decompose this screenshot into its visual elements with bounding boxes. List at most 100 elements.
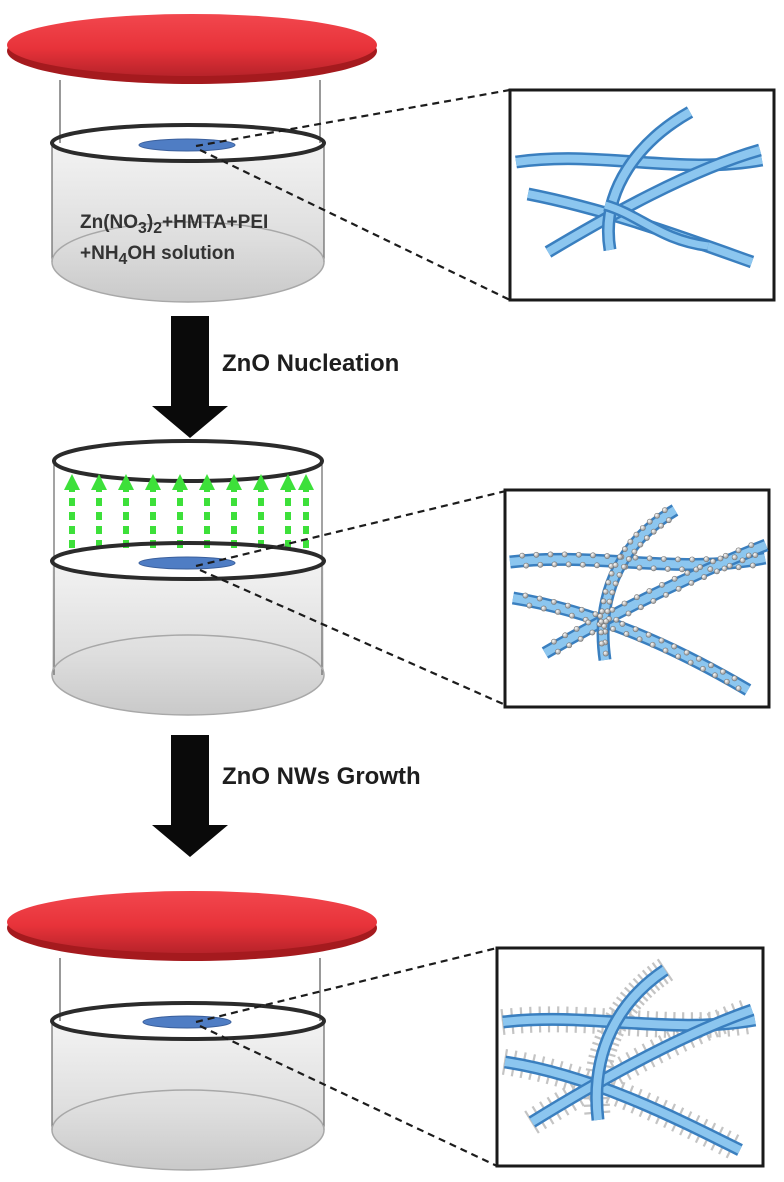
step-nucleation-label: ZnO Nucleation [222,350,400,377]
zno-nucleus-dot [752,552,759,558]
zno-nucleus-dot [612,580,619,587]
zno-nucleus-dot [712,672,718,679]
zno-nucleus-dot [599,608,605,615]
zno-nucleus-dot [625,610,632,617]
zno-nucleus-dot [622,546,628,552]
zno-nucleus-dot [650,565,657,572]
zno-nucleus-dot [650,528,657,535]
zno-nucleus-dot [621,563,627,570]
solution-subscript: 2 [153,219,162,237]
zno-nucleus-dot [645,631,652,638]
down-arrow-icon [152,735,228,857]
solution-formula-part: Zn(NO [80,212,139,233]
zno-nucleus-dot [714,568,720,575]
solution-formula-part: +NH [80,242,119,264]
zno-nucleus-dot [590,552,596,559]
zno-nucleus-dot [675,653,682,660]
zno-nucleus-dot [573,625,580,632]
beaker-2-liquid [52,561,324,715]
zno-nucleus-dot [632,626,639,633]
zno-nucleus-dot [633,531,640,538]
zno-nucleus-dot [735,547,742,554]
zno-nucleus-dot [707,566,714,573]
zno-nucleus-dot [536,595,543,602]
zno-nucleus-dot [661,507,668,514]
inset-bare-fibers [508,88,776,302]
zno-nucleus-dot [646,588,653,594]
zno-nucleus-dot [603,618,609,625]
zno-nucleus-dot [589,629,596,636]
zno-nucleus-dot [602,588,609,595]
zno-nucleus-dot [540,605,547,612]
zno-nucleus-dot [722,552,729,559]
zno-nucleus-dot [636,636,643,643]
zno-nucleus-dot [550,598,557,605]
zno-nucleus-dot [739,557,746,564]
zno-nucleus-dot [731,675,738,682]
zno-nucleus-dot [609,606,616,613]
zno-nucleus-dot [748,542,755,548]
zno-nucleus-dot [626,556,632,562]
zno-nucleus-dot [537,561,544,568]
zno-nucleus-dot [703,556,710,563]
inset-nanowire-fibers [495,946,765,1168]
zno-nucleus-dot [598,618,605,625]
zno-nucleus-dot [577,635,584,642]
zno-nucleus-dot [689,556,696,563]
zno-nucleus-dot [610,626,616,632]
zno-nucleus-dot [649,641,656,648]
zno-nucleus-dot [662,647,669,654]
zno-nucleus-dot [735,685,742,692]
zno-nucleus-dot [658,637,665,644]
solution-formula-part: ) [146,212,154,233]
zno-nucleus-dot [631,548,638,555]
zno-nucleus-dot [594,562,600,569]
step-growth-label: ZnO NWs Growth [222,763,421,790]
zno-nucleus-dot [633,594,640,601]
zno-nucleus-dot [723,678,730,685]
zno-nucleus-dot [617,553,623,560]
zno-nucleus-dot [578,606,585,613]
zno-nucleus-dot [639,525,646,531]
zno-nucleus-dot [616,572,623,578]
zno-nucleus-dot [679,566,685,573]
zno-nucleus-dot [675,556,681,563]
zno-nucleus-dot [604,553,611,559]
zno-nucleus-dot [602,650,609,657]
zno-nucleus-dot [646,555,653,562]
zno-nucleus-dot [608,570,615,577]
zno-nucleus-dot [745,552,752,559]
zno-nucleus-dot [519,552,526,559]
zno-nucleus-dot [575,551,582,558]
zno-nucleus-dot [665,517,672,524]
zno-nucleus-dot [749,562,756,569]
inset-nucleated-fibers [503,488,771,709]
zno-nucleus-dot [663,591,669,598]
zno-nucleus-dot [522,592,529,599]
zno-nucleus-dot [658,522,665,529]
zno-nucleus-dot [597,613,604,620]
zno-nucleus-dot [646,518,653,525]
zno-nucleus-dot [547,551,554,558]
zno-nucleus-dot [565,561,572,568]
vapor-arrows [69,488,309,548]
zno-nucleus-dot [696,655,702,662]
beaker-3-liquid [52,1021,324,1170]
zno-nucleus-dot [735,564,742,571]
zno-nucleus-dot [643,535,650,541]
zno-nucleus-dot [565,602,571,609]
zno-nucleus-dot [613,616,620,623]
zno-nucleus-dot [606,598,613,605]
zno-nucleus-dot [710,558,716,565]
solution-label: Zn(NO3)2+HMTA+PEI +NH4OH solution [80,210,268,272]
zno-nucleus-dot [684,569,691,576]
substrate-2 [138,556,236,570]
zno-nucleus-dot [675,585,682,592]
callout-lines [195,88,511,1167]
zno-nucleus-dot [612,562,619,568]
down-arrow-icon [152,316,228,438]
zno-nucleus-dot [621,600,628,607]
zno-nucleus-dot [719,668,726,675]
zno-nucleus-dot [697,564,704,570]
zno-nucleus-dot [632,554,639,561]
